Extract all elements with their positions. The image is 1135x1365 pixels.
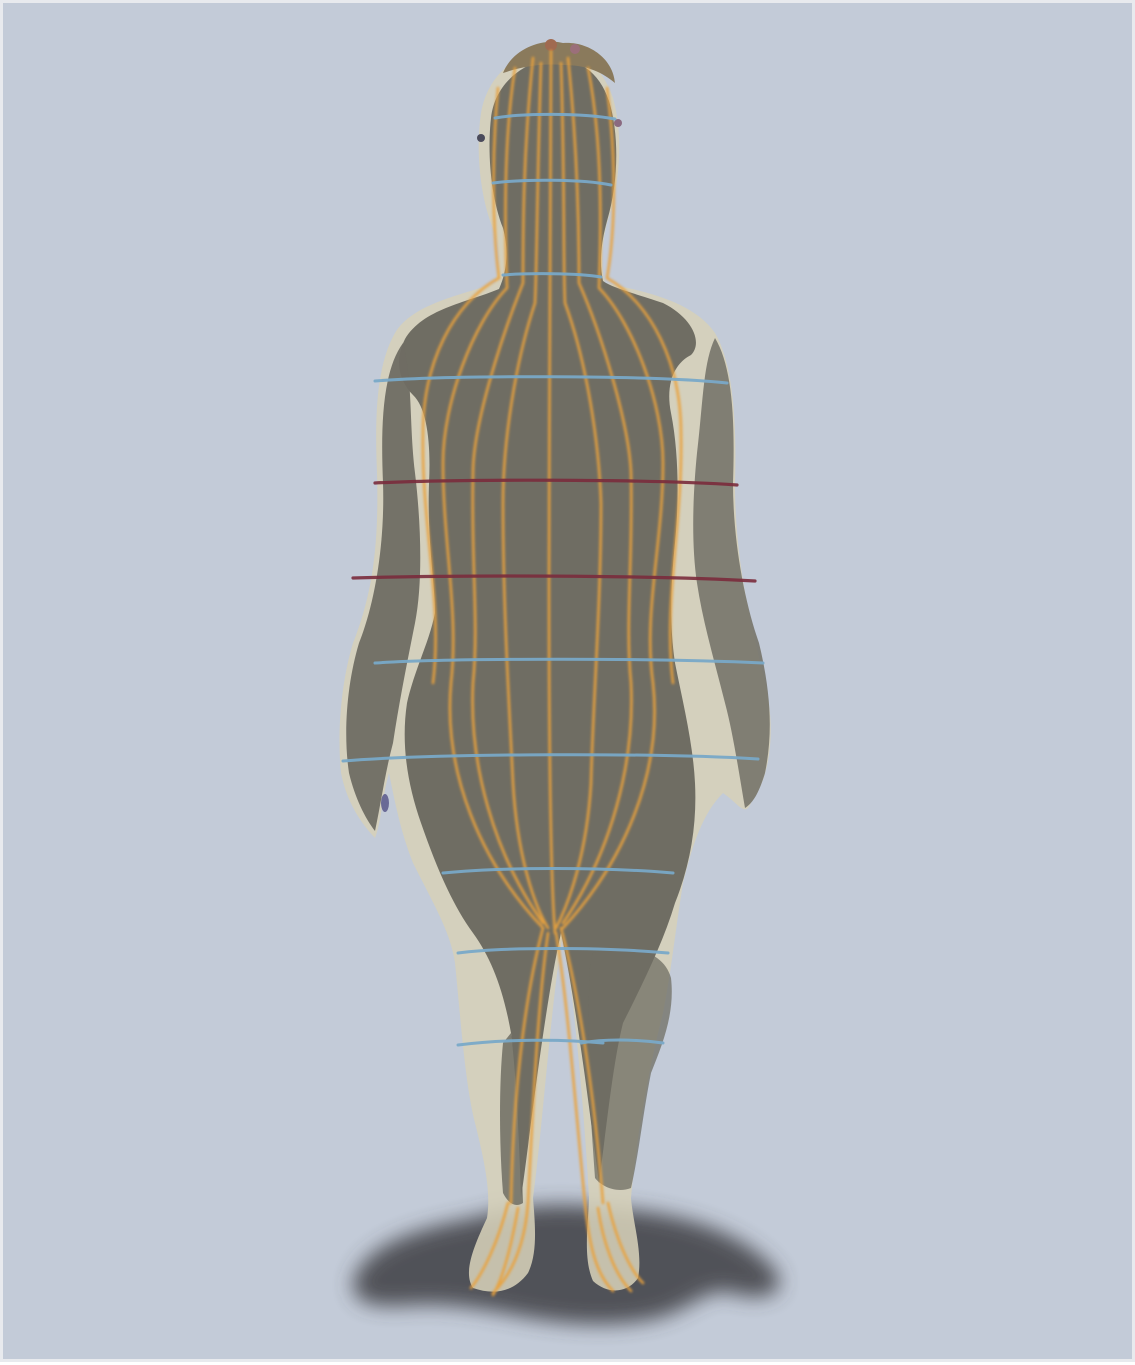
floor-shadow — [353, 1205, 779, 1324]
marker-blip — [381, 794, 389, 812]
body-scan-illustration — [3, 3, 1135, 1365]
